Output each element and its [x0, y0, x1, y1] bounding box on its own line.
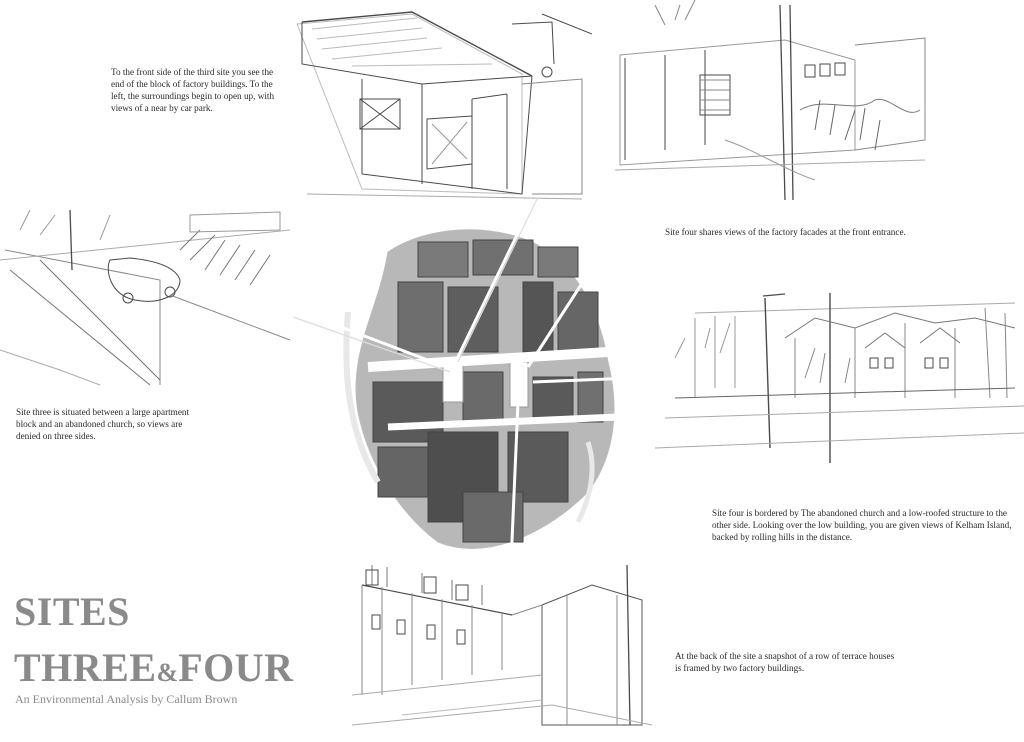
sketch-car-park	[0, 200, 292, 390]
sketch-factory-end	[292, 4, 592, 216]
subtitle: An Environmental Analysis by Callum Brow…	[15, 692, 238, 706]
site-map	[288, 192, 658, 592]
caption-top-left: To the front side of the third site you …	[111, 67, 275, 113]
title-sites: SITES	[14, 589, 130, 634]
caption-left: Site three is situated between a large a…	[16, 407, 190, 441]
sketch-kelham-island-view	[655, 288, 1024, 478]
sketch-terrace-houses	[352, 555, 664, 735]
sketch-factory-facade	[605, 0, 930, 212]
title-line-2: THREE&FOUR	[14, 646, 294, 695]
title-ampersand: &	[156, 658, 179, 687]
caption-bottom: At the back of the site a snapshot of a …	[675, 651, 895, 673]
title-line-1: SITES	[14, 590, 130, 634]
title-three: THREE	[14, 645, 157, 690]
caption-right: Site four is bordered by The abandoned c…	[712, 508, 1012, 542]
title-four: FOUR	[178, 645, 294, 690]
caption-top-right: Site four shares views of the factory fa…	[665, 227, 906, 237]
